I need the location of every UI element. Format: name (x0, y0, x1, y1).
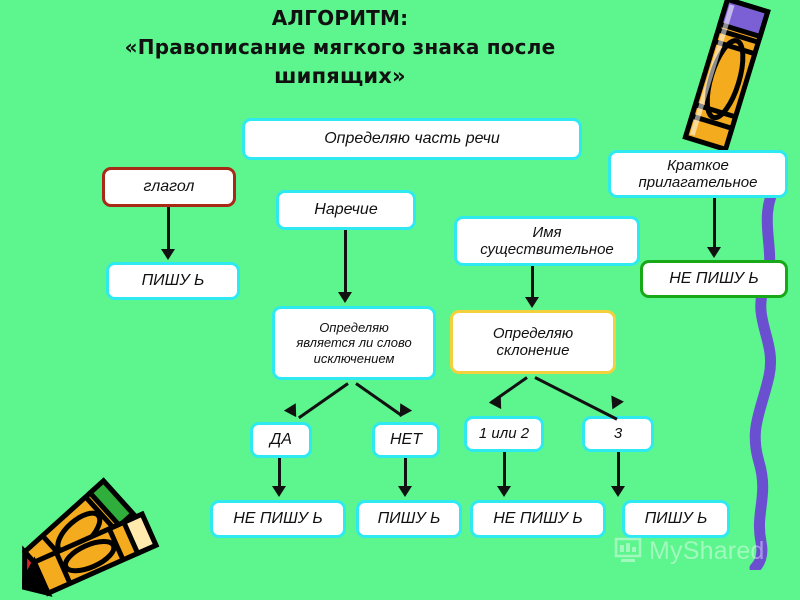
node-yes-label: ДА (270, 430, 292, 448)
node-yes-result-label: НЕ ПИШУ Ь (233, 509, 323, 527)
connector-exception-to-yes (297, 382, 349, 420)
node-declension-label-line-2: склонение (496, 342, 570, 359)
squiggle-line-icon (749, 180, 783, 570)
connector-short-adjective-to-result (713, 198, 716, 248)
arrowhead-adverb-to-exception (338, 292, 352, 303)
arrowhead-short-adjective-to-result (707, 247, 721, 258)
crayon-icon (682, 0, 771, 153)
node-short-adjective-result[interactable]: НЕ ПИШУ Ь (640, 260, 788, 298)
connector-noun-to-declension (531, 266, 534, 298)
arrowhead-yes-to-result (272, 486, 286, 497)
title-line-2: «Правописание мягкого знака после (124, 35, 556, 59)
connector-verb-to-result (167, 207, 170, 251)
title-line-1: АЛГОРИТМ: (271, 6, 409, 30)
crossed-crayons-icon (22, 477, 160, 597)
node-noun[interactable]: Имя существительное (454, 216, 640, 266)
node-declension-1-or-2-result-label: НЕ ПИШУ Ь (493, 509, 583, 527)
watermark-text: MyShared (649, 536, 765, 565)
connector-declension-to-3 (534, 376, 618, 421)
arrowhead-exception-to-no (393, 403, 413, 421)
node-declension-1-or-2[interactable]: 1 или 2 (464, 416, 544, 452)
node-short-adjective[interactable]: Краткое прилагательное (608, 150, 788, 198)
connector-adverb-to-exception (344, 230, 347, 294)
connector-3-to-result (617, 452, 620, 488)
node-adverb-label: Наречие (314, 200, 378, 218)
node-declension-3-label: 3 (613, 425, 623, 443)
node-verb-result[interactable]: ПИШУ Ь (106, 262, 240, 300)
node-adverb[interactable]: Наречие (276, 190, 416, 230)
arrowhead-declension-to-3 (606, 395, 624, 413)
node-exception-check-label-line-2: является ли слово (296, 335, 412, 351)
node-exception-check-label-line-1: Определяю (319, 320, 389, 336)
node-yes[interactable]: ДА (250, 422, 312, 458)
connector-no-to-result (404, 458, 407, 488)
node-declension-1-or-2-result[interactable]: НЕ ПИШУ Ь (470, 500, 606, 538)
node-short-adjective-result-label: НЕ ПИШУ Ь (669, 269, 759, 287)
myshared-logo-icon (614, 537, 642, 562)
arrowhead-1-or-2-to-result (497, 486, 511, 497)
node-short-adjective-label-line-1: Краткое (667, 156, 729, 174)
arrowhead-verb-to-result (161, 249, 175, 260)
node-root[interactable]: Определяю часть речи (242, 118, 582, 160)
node-no-result[interactable]: ПИШУ Ь (356, 500, 462, 538)
node-short-adjective-label-line-2: прилагательное (638, 174, 758, 191)
node-verb[interactable]: глагол (102, 167, 236, 207)
node-declension-3[interactable]: 3 (582, 416, 654, 452)
watermark: MyShared (614, 536, 765, 566)
node-verb-label: глагол (143, 177, 195, 195)
arrowhead-3-to-result (611, 486, 625, 497)
node-root-label: Определяю часть речи (324, 129, 500, 147)
node-noun-label-line-1: Имя (532, 223, 562, 241)
page-title: АЛГОРИТМ: «Правописание мягкого знака по… (60, 4, 620, 91)
node-no[interactable]: НЕТ (372, 422, 440, 458)
node-yes-result[interactable]: НЕ ПИШУ Ь (210, 500, 346, 538)
node-verb-result-label: ПИШУ Ь (141, 271, 205, 289)
node-exception-check-label-line-3: исключением (313, 350, 395, 366)
node-no-result-label: ПИШУ Ь (377, 509, 441, 527)
arrowhead-noun-to-declension (525, 297, 539, 308)
arrowhead-no-to-result (398, 486, 412, 497)
node-declension[interactable]: Определяю склонение (450, 310, 616, 374)
node-declension-1-or-2-label: 1 или 2 (478, 425, 530, 443)
node-exception-check[interactable]: Определяю является ли слово исключением (272, 306, 436, 380)
title-line-3: шипящих» (274, 64, 406, 88)
connector-1-or-2-to-result (503, 452, 506, 488)
connector-yes-to-result (278, 458, 281, 488)
node-declension-label-line-1: Определяю (492, 324, 574, 342)
node-declension-3-result-label: ПИШУ Ь (644, 509, 708, 527)
node-no-label: НЕТ (390, 430, 422, 448)
node-noun-label-line-2: существительное (480, 241, 614, 258)
node-declension-3-result[interactable]: ПИШУ Ь (622, 500, 730, 538)
arrowhead-declension-to-1-or-2 (488, 395, 508, 413)
